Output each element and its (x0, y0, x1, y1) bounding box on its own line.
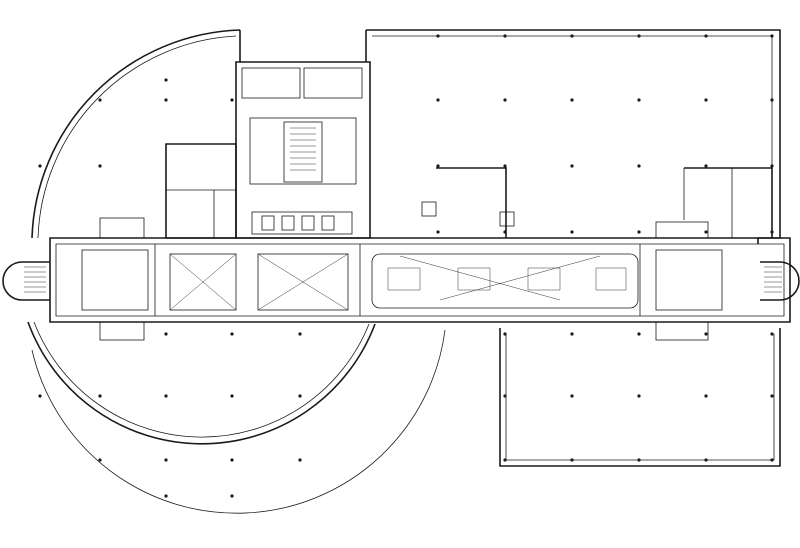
column-grid (38, 34, 774, 498)
column-point (298, 394, 302, 398)
column-point (38, 164, 42, 168)
column-point (230, 98, 234, 102)
column-point (637, 230, 641, 234)
column-point (503, 458, 507, 462)
column-point (230, 332, 234, 336)
stair-runs (371, 253, 639, 309)
column-point (704, 98, 708, 102)
column-point (503, 394, 507, 398)
column-point (637, 332, 641, 336)
column-point (637, 98, 641, 102)
column-point (704, 34, 708, 38)
column-point (770, 98, 774, 102)
toilet-core-east (655, 221, 723, 341)
column-point (164, 98, 168, 102)
column-point (570, 230, 574, 234)
column-point (637, 34, 641, 38)
column-point (704, 458, 708, 462)
column-point (570, 34, 574, 38)
service-core (235, 61, 371, 239)
curved-wing-north-west (31, 29, 241, 239)
column-point (98, 458, 102, 462)
column-point (503, 98, 507, 102)
column-point (164, 332, 168, 336)
column-point (436, 98, 440, 102)
column-point (570, 98, 574, 102)
column-point (164, 494, 168, 498)
column-point (704, 394, 708, 398)
column-point (98, 164, 102, 168)
column-point (637, 394, 641, 398)
column-point (704, 164, 708, 168)
column-point (503, 164, 507, 168)
column-point (298, 332, 302, 336)
column-point (503, 332, 507, 336)
column-point (436, 164, 440, 168)
column-point (704, 332, 708, 336)
column-point (570, 394, 574, 398)
east-rooms (421, 167, 773, 238)
column-point (570, 458, 574, 462)
column-point (230, 394, 234, 398)
column-point (770, 34, 774, 38)
column-point (570, 164, 574, 168)
column-point (704, 230, 708, 234)
column-point (770, 332, 774, 336)
column-point (770, 394, 774, 398)
column-point (770, 458, 774, 462)
central-corridor (49, 237, 791, 323)
column-point (230, 458, 234, 462)
column-point (770, 164, 774, 168)
column-point (637, 458, 641, 462)
column-point (770, 230, 774, 234)
end-stair-east (760, 261, 800, 301)
lift-shaft-1 (169, 253, 237, 311)
column-point (436, 230, 440, 234)
column-point (164, 394, 168, 398)
lift-shaft-2 (257, 253, 349, 311)
column-point (298, 458, 302, 462)
column-point (164, 78, 168, 82)
column-point (230, 494, 234, 498)
column-point (164, 458, 168, 462)
column-point (98, 98, 102, 102)
column-point (436, 34, 440, 38)
end-stair-west (2, 261, 50, 301)
office-wing-north-east (365, 29, 781, 244)
toilet-core-west (81, 217, 149, 341)
west-rooms (165, 143, 237, 239)
column-point (503, 34, 507, 38)
column-point (503, 230, 507, 234)
curved-wing-south-west (27, 321, 446, 514)
column-point (38, 394, 42, 398)
column-point (637, 164, 641, 168)
column-point (570, 332, 574, 336)
column-point (98, 394, 102, 398)
